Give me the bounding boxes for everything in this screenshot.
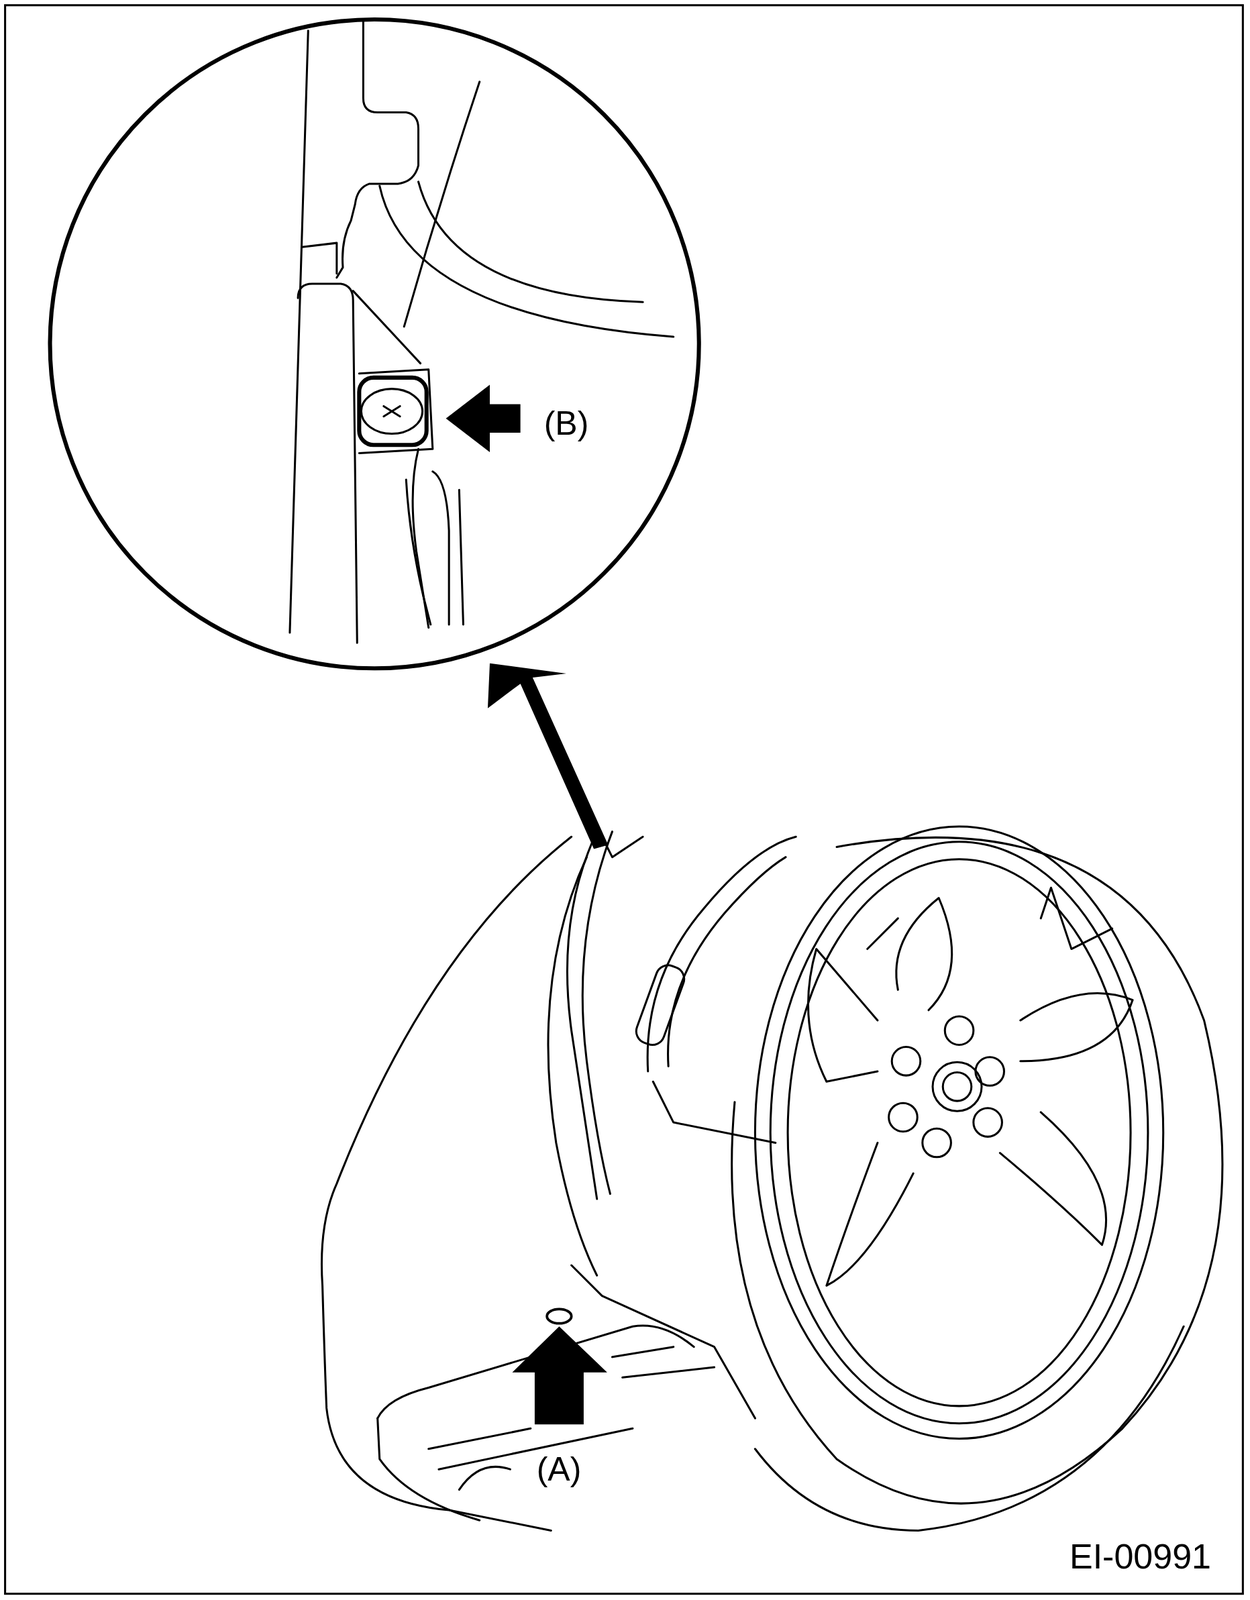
callout-label: (B) xyxy=(544,406,590,441)
pointer-arrow xyxy=(511,1326,607,1425)
callout-label: (A) xyxy=(536,1452,582,1487)
frame-border xyxy=(5,5,1244,1595)
detail-view xyxy=(289,18,674,644)
pointer-arrow xyxy=(446,385,521,453)
leader-arrow xyxy=(487,663,608,850)
detail-circle xyxy=(50,19,700,669)
figure-code: EI-00991 xyxy=(1069,1539,1212,1575)
